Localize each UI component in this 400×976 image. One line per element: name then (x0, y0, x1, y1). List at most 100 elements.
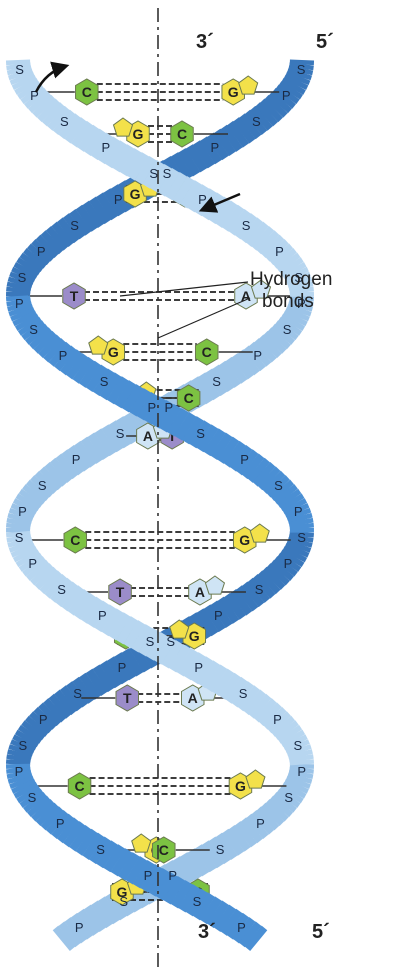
strand-light-segment (25, 479, 50, 501)
strand-dark-segment (213, 128, 236, 156)
phosphate-label: P (240, 452, 249, 467)
strand-dark-segment (148, 868, 171, 897)
phosphate-label: P (114, 192, 123, 207)
strand-light-segment (7, 68, 34, 81)
strand-dark-segment (92, 664, 115, 693)
sugar-label: S (293, 738, 302, 753)
strand-dark-segment (7, 301, 33, 312)
strand-light-segment (253, 698, 277, 723)
base-G-left-9: G (169, 619, 207, 650)
strand-dark-segment (189, 420, 212, 449)
phosphate-label: P (18, 504, 27, 519)
strand-light-segment (9, 71, 35, 86)
strand-dark-segment (273, 484, 298, 505)
strand-dark-segment (264, 94, 288, 118)
strand-dark-segment (48, 341, 72, 367)
strand-dark-segment (8, 744, 34, 757)
sugar-label: S (284, 790, 293, 805)
strand-light-segment (6, 517, 32, 527)
strand-light-segment (281, 261, 307, 279)
strand-dark-segment (117, 852, 141, 881)
base-letter: T (70, 288, 79, 304)
base-G-left-4: G (88, 335, 126, 366)
base-letter: G (235, 778, 246, 794)
strand-dark-segment (43, 698, 67, 723)
strand-light-segment (243, 689, 266, 716)
strand-dark-segment (235, 585, 259, 612)
strand-light-segment (165, 172, 188, 201)
strand-dark-segment (85, 364, 108, 393)
sugar-label: S (29, 322, 38, 337)
strand-light-segment (234, 821, 257, 848)
strand-dark-segment (31, 799, 55, 822)
strand-dark-segment (185, 144, 208, 173)
phosphate-label: P (214, 608, 223, 623)
strand-light-segment (258, 702, 282, 727)
strand-dark-segment (257, 570, 281, 595)
strand-dark-segment (121, 648, 144, 677)
strand-dark-segment (178, 884, 201, 913)
strand-dark-segment (16, 785, 41, 804)
strand-light-segment (87, 600, 110, 629)
strand-dark-segment (10, 739, 36, 754)
strand-light-segment (240, 817, 263, 844)
strand-light-segment (17, 81, 42, 100)
strand-light-segment (12, 546, 38, 563)
strand-dark-segment (288, 65, 314, 76)
label-bottom-3prime: 3´ (198, 921, 216, 943)
strand-dark-segment (289, 62, 314, 71)
phosphate-label: P (39, 712, 48, 727)
strand-light-segment (44, 574, 68, 599)
phosphate-label: P (165, 400, 174, 415)
strand-light-segment (80, 436, 103, 464)
sugar-phosphate-backbone: SPSPSPSPSPSPSPSPSPSPSPSPSPSPSPSPSPSPSPSP… (15, 62, 307, 935)
base-G-left-1: G (112, 117, 150, 148)
strand-light-segment (55, 581, 79, 608)
strand-light-segment (84, 904, 107, 932)
strand-light-segment (286, 744, 312, 757)
strand-dark-segment (226, 120, 250, 148)
sugar-label: S (119, 894, 128, 909)
strand-light-segment (142, 160, 165, 189)
strand-dark-segment (270, 479, 295, 501)
strand-light-segment (194, 844, 217, 873)
strand-light-segment (101, 608, 124, 637)
strand-dark-segment (66, 681, 89, 708)
strand-dark-segment (11, 266, 37, 282)
strand-light-segment (6, 65, 32, 76)
strand-light-segment (284, 307, 310, 322)
strand-light-segment (7, 512, 33, 524)
strand-dark-segment (51, 221, 75, 247)
strand-light-segment (228, 208, 251, 236)
phosphate-label: P (256, 816, 265, 831)
phosphate-label: P (59, 348, 68, 363)
strand-light-segment (279, 257, 304, 276)
strand-light-segment (30, 475, 54, 498)
strand-light-segment (172, 176, 195, 205)
strand-dark-segment (287, 512, 313, 524)
strand-dark-segment (6, 281, 32, 291)
strand-light-segment (287, 276, 313, 288)
base-letter: G (189, 628, 200, 644)
strand-light-segment (225, 356, 248, 384)
strand-dark-segment (35, 234, 60, 258)
strand-light-segment (39, 466, 63, 491)
strand-light-segment (36, 98, 61, 123)
strand-light-segment (105, 892, 128, 921)
strand-light-segment (20, 84, 45, 105)
strand-light-segment (205, 664, 228, 693)
sugar-label: S (239, 686, 248, 701)
strand-light-segment (288, 298, 314, 307)
strand-light-segment (272, 792, 297, 813)
strand-light-segment (212, 364, 235, 393)
strand-dark-segment (238, 113, 262, 140)
strand-light-segment (6, 533, 32, 543)
sugar-label: S (216, 842, 225, 857)
strand-light-segment (280, 313, 306, 331)
phosphate-label: P (282, 88, 291, 103)
strand-dark-segment (266, 475, 290, 498)
strand-light-segment (77, 908, 100, 936)
strand-light-segment (108, 420, 131, 449)
strand-dark-segment (26, 243, 51, 266)
strand-light-segment (245, 813, 269, 839)
